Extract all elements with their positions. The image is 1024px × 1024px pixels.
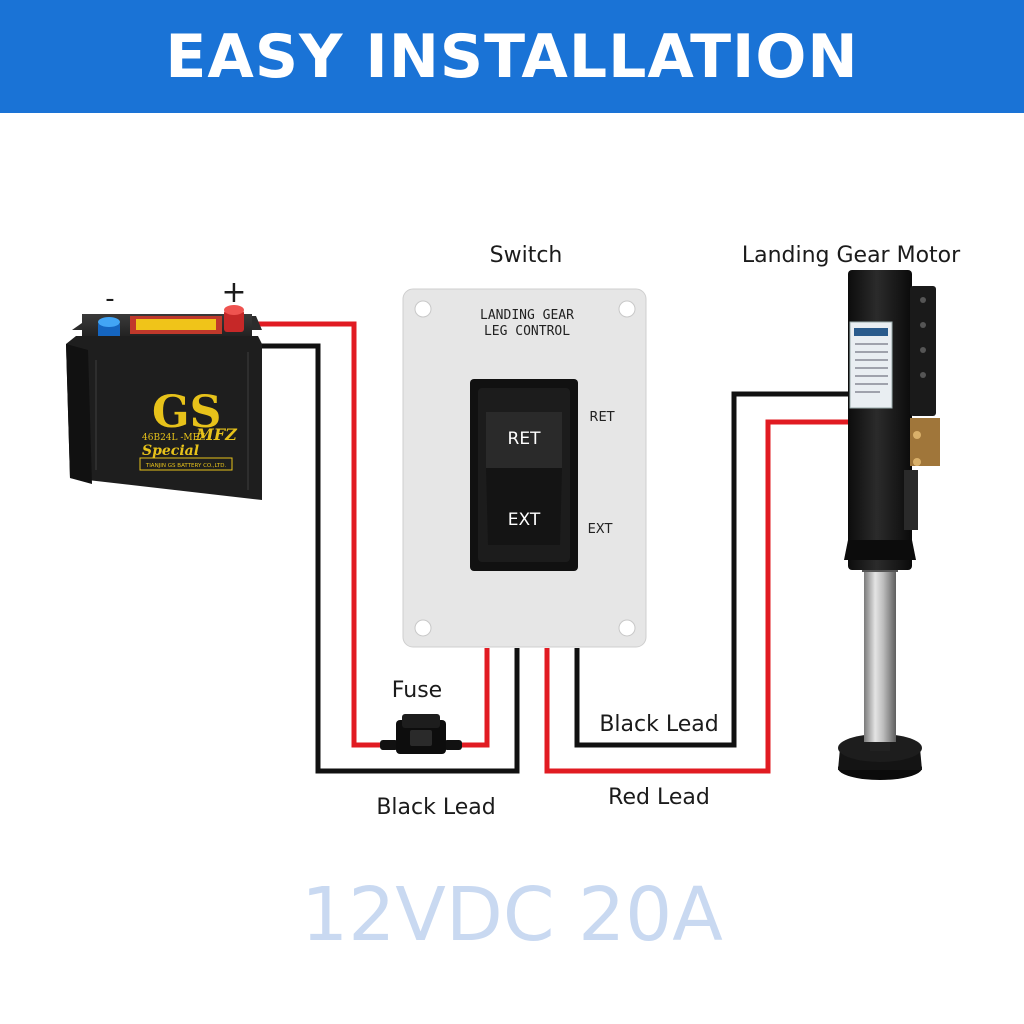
black-lead-left-label: Black Lead [376, 795, 495, 820]
black-lead-right-label: Black Lead [599, 712, 718, 737]
landing-gear-motor [838, 270, 940, 780]
battery-positive-label: + [221, 275, 246, 310]
battery [66, 305, 262, 500]
switch-ext-label: EXT [588, 522, 613, 537]
battery-model: 46B24L -MFZ [142, 433, 205, 443]
red-lead-label: Red Lead [608, 785, 710, 810]
panel-line-1: LANDING GEAR [480, 308, 574, 323]
page-title: EASY INSTALLATION [165, 21, 859, 92]
screw-hole-icon [618, 619, 636, 637]
switch-title: Switch [490, 243, 563, 268]
switch-panel [402, 288, 647, 648]
header-banner: EASY INSTALLATION [0, 0, 1024, 113]
battery-series: Special [142, 443, 199, 459]
fuse-holder [380, 714, 462, 754]
red-wire-switch-to-motor [544, 419, 848, 774]
battery-positive-terminal-icon [224, 305, 244, 332]
red-wire-fuse-to-switch [452, 648, 490, 748]
fuse-label: Fuse [392, 678, 442, 703]
motor-title: Landing Gear Motor [742, 243, 961, 268]
panel-line-2: LEG CONTROL [484, 324, 570, 339]
battery-negative-label: - [105, 284, 114, 314]
screw-hole-icon [414, 619, 432, 637]
battery-maker: TIANJIN GS BATTERY CO.,LTD. [145, 463, 227, 469]
rocker-ret-label: RET [508, 429, 542, 449]
battery-brand: GS [152, 387, 221, 438]
screw-hole-icon [618, 300, 636, 318]
black-wire-switch-to-motor [574, 391, 848, 748]
red-wire-battery-to-fuse [238, 321, 388, 748]
battery-series-2: MFZ [195, 425, 238, 444]
switch-ret-label: RET [589, 410, 614, 425]
spec-rating: 12VDC 20A [301, 872, 723, 958]
screw-hole-icon [414, 300, 432, 318]
rocker-ext-label: EXT [508, 510, 541, 530]
wires [108, 321, 848, 774]
